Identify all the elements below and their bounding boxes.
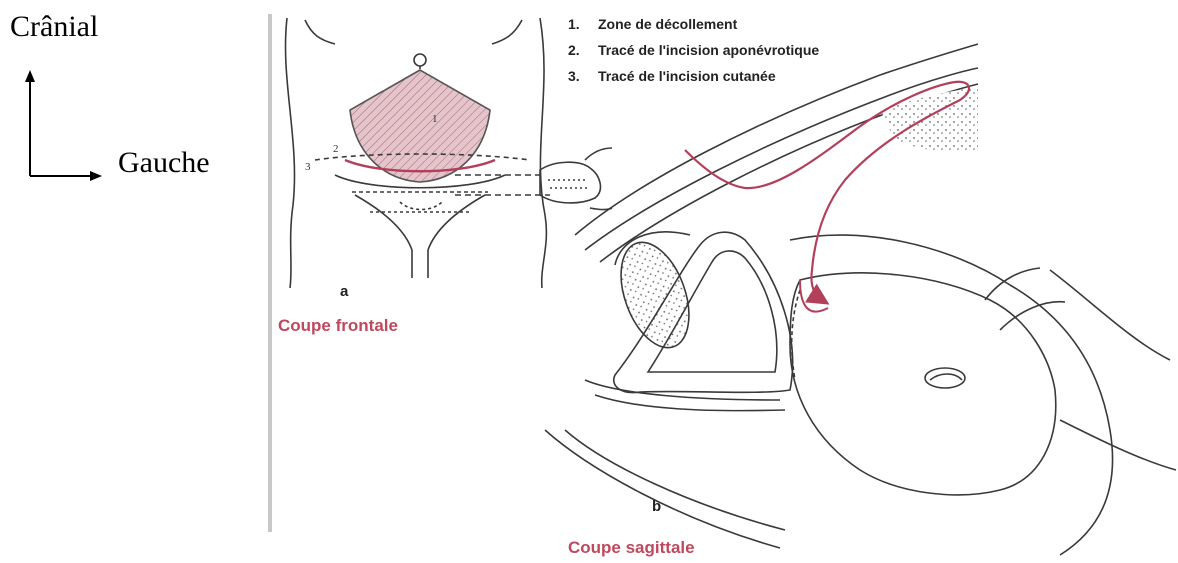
panel-letter-b: b — [652, 498, 661, 515]
legend-label: Tracé de l'incision cutanée — [598, 68, 776, 94]
uterus — [790, 235, 1113, 555]
legend-label: Tracé de l'incision aponévrotique — [598, 42, 819, 68]
cranial-label: Crânial — [10, 10, 98, 44]
zone-number: 1 — [432, 113, 438, 125]
frontal-caption: Coupe frontale — [278, 316, 398, 336]
orientation-arrows — [18, 70, 108, 182]
legend-item: 3.Tracé de l'incision cutanée — [568, 68, 819, 94]
panel-letter-a: a — [340, 283, 348, 300]
cutaneous-number: 3 — [305, 161, 311, 173]
legend-label: Zone de décollement — [598, 16, 737, 42]
umbilicus — [414, 54, 426, 66]
pubic-triangle — [355, 195, 485, 278]
frontal-left-flank — [285, 18, 294, 288]
sagittal-section — [545, 44, 1176, 555]
detachment-zone — [350, 70, 490, 182]
legend: 1.Zone de décollement 2.Tracé de l'incis… — [568, 16, 819, 94]
frontal-right-flank — [540, 18, 546, 288]
fetal-head — [790, 273, 1056, 495]
left-label: Gauche — [118, 146, 210, 180]
legend-item: 1.Zone de décollement — [568, 16, 819, 42]
sagittal-caption: Coupe sagittale — [568, 538, 695, 558]
pubic-bone — [608, 233, 702, 357]
aponeurotic-number: 2 — [333, 143, 339, 155]
legend-item: 2.Tracé de l'incision aponévrotique — [568, 42, 819, 68]
incision-detail — [540, 162, 600, 203]
